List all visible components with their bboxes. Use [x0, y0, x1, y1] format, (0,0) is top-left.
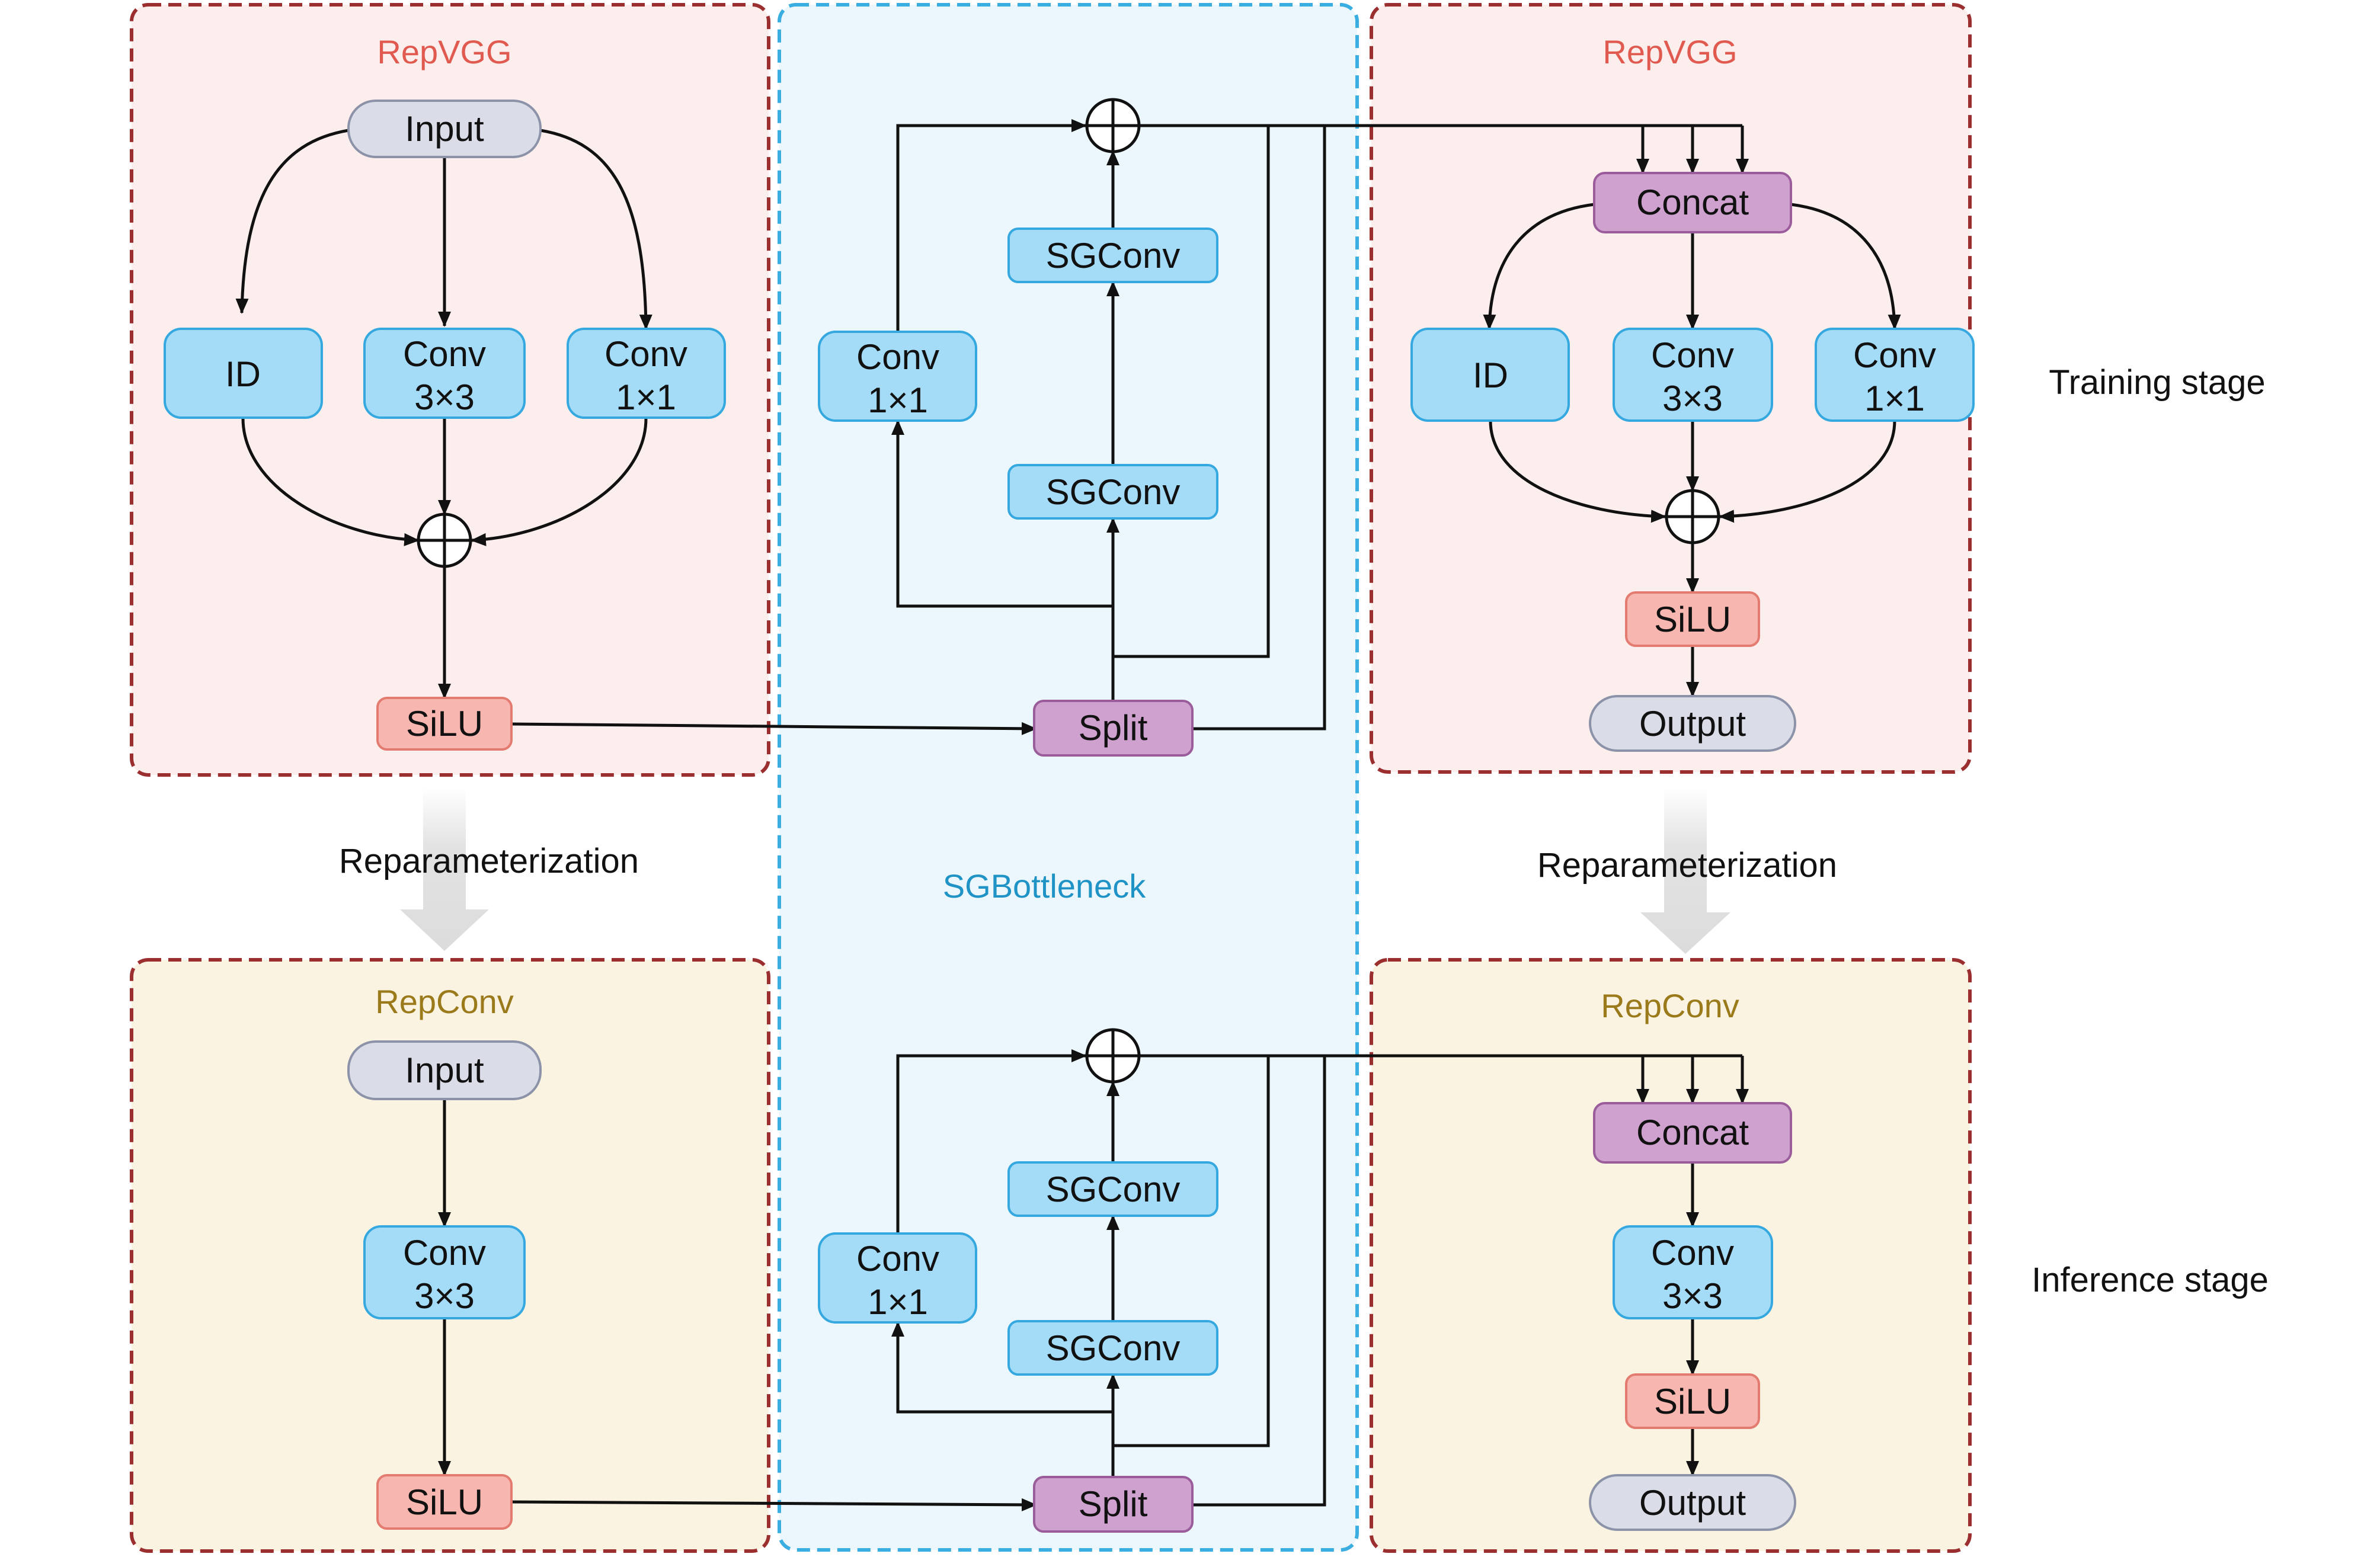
- edge-tl-silu-split: [511, 722, 1037, 735]
- edge-bm-trunk-to-concat-mid: [1113, 1056, 1270, 1447]
- edge-bm-split-to-concat-right: [1192, 1056, 1326, 1507]
- node-tr-conv1x1-label-a: Conv: [1853, 335, 1936, 375]
- node-tr-conv3x3-label-a: Conv: [1651, 335, 1734, 375]
- repconv-right-title: RepConv: [1601, 987, 1739, 1024]
- node-tl-silu-label: SiLU: [406, 704, 483, 744]
- edge-tm-conv1-sum: [896, 119, 1087, 332]
- node-tm-split-label: Split: [1079, 708, 1148, 748]
- sum-node-top-middle: [1085, 98, 1141, 153]
- reparam-label-right: Reparameterization: [1537, 846, 1837, 885]
- node-tl-conv3x3-label-b: 3×3: [414, 377, 475, 417]
- edge-tr-id-sum: [1489, 420, 1666, 523]
- inference-stage-label: Inference stage: [2032, 1261, 2269, 1299]
- node-tr-id-label: ID: [1473, 355, 1508, 395]
- node-br-output: Output: [1589, 1474, 1796, 1531]
- node-bm-conv1x1-label-a: Conv: [856, 1239, 939, 1279]
- node-bl-silu: SiLU: [376, 1474, 513, 1530]
- node-br-silu-label: SiLU: [1654, 1382, 1731, 1421]
- node-br-conv3x3: Conv 3×3: [1613, 1225, 1773, 1319]
- node-bm-split: Split: [1033, 1476, 1194, 1533]
- sum-node-top-left: [417, 512, 472, 568]
- node-tm-sgconv-bottom-label: SGConv: [1046, 472, 1181, 512]
- node-tl-conv3x3-label-a: Conv: [403, 334, 486, 374]
- node-tr-conv1x1: Conv 1×1: [1815, 328, 1975, 422]
- node-bm-sgconv-top-label: SGConv: [1046, 1170, 1181, 1209]
- node-tr-concat-label: Concat: [1636, 182, 1749, 222]
- node-bl-input: Input: [347, 1040, 542, 1100]
- node-tm-split: Split: [1033, 700, 1194, 757]
- edge-tl-input-conv1: [540, 129, 652, 330]
- node-bl-conv3x3-label-b: 3×3: [414, 1276, 475, 1316]
- node-tr-output-label: Output: [1639, 704, 1746, 744]
- node-br-output-label: Output: [1639, 1483, 1746, 1523]
- edge-tm-trunk-to-concat-mid: [1113, 126, 1270, 658]
- node-tr-concat: Concat: [1593, 172, 1792, 233]
- node-bl-input-label: Input: [405, 1050, 484, 1090]
- node-bl-conv3x3-label-a: Conv: [403, 1233, 486, 1273]
- node-br-concat: Concat: [1593, 1102, 1792, 1164]
- node-bm-sgconv-bottom: SGConv: [1007, 1320, 1218, 1376]
- edge-tm-trunk-conv1: [891, 419, 1113, 608]
- node-tm-conv1x1: Conv 1×1: [818, 331, 977, 422]
- repconv-left-title: RepConv: [375, 983, 513, 1020]
- reparam-arrow-left: [400, 788, 489, 951]
- reparam-arrow-right: [1640, 788, 1730, 954]
- node-tr-id: ID: [1410, 328, 1570, 422]
- repvgg-left-title: RepVGG: [377, 33, 511, 71]
- node-tr-silu-label: SiLU: [1654, 600, 1731, 639]
- edge-tl-id-sum: [241, 418, 420, 546]
- sgbottleneck-title: SGBottleneck: [943, 867, 1146, 905]
- node-bm-conv1x1-label-b: 1×1: [868, 1282, 928, 1322]
- node-tm-conv1x1-label-a: Conv: [856, 337, 939, 377]
- node-tl-conv1x1-label-b: 1×1: [616, 377, 676, 417]
- reparam-label-left: Reparameterization: [339, 842, 639, 880]
- edge-tl-input-id: [235, 129, 349, 314]
- node-tl-input-label: Input: [405, 109, 484, 149]
- node-tl-conv1x1: Conv 1×1: [567, 328, 726, 419]
- node-tr-output: Output: [1589, 695, 1796, 752]
- node-bm-sgconv-bottom-label: SGConv: [1046, 1328, 1181, 1368]
- node-tl-conv1x1-label-a: Conv: [604, 334, 687, 374]
- edge-tr-concat-id: [1483, 203, 1595, 330]
- node-br-conv3x3-label-a: Conv: [1651, 1233, 1734, 1273]
- repvgg-right-title: RepVGG: [1602, 33, 1737, 71]
- node-tm-sgconv-bottom: SGConv: [1007, 464, 1218, 520]
- node-tr-conv1x1-label-b: 1×1: [1864, 379, 1925, 418]
- node-tl-input: Input: [347, 100, 542, 158]
- node-br-silu: SiLU: [1625, 1373, 1760, 1429]
- node-bm-conv1x1: Conv 1×1: [818, 1232, 977, 1324]
- node-tm-sgconv-top: SGConv: [1007, 228, 1218, 283]
- node-bl-conv3x3: Conv 3×3: [363, 1225, 526, 1319]
- node-tm-sgconv-top-label: SGConv: [1046, 236, 1181, 275]
- node-tl-id: ID: [164, 328, 323, 419]
- node-bm-split-label: Split: [1079, 1484, 1148, 1524]
- edge-bm-conv1-sum: [896, 1049, 1087, 1234]
- node-tr-silu: SiLU: [1625, 591, 1760, 647]
- edge-bl-silu-split: [511, 1498, 1037, 1511]
- node-br-conv3x3-label-b: 3×3: [1662, 1276, 1723, 1316]
- edge-tm-split-to-concat-right: [1192, 126, 1326, 731]
- sum-node-bottom-middle: [1085, 1028, 1141, 1084]
- node-tr-conv3x3: Conv 3×3: [1613, 328, 1773, 422]
- node-br-concat-label: Concat: [1636, 1113, 1749, 1152]
- node-bl-silu-label: SiLU: [406, 1482, 483, 1522]
- edge-tl-conv1-sum: [471, 418, 648, 546]
- node-tr-conv3x3-label-b: 3×3: [1662, 379, 1723, 418]
- edge-tr-conv1-sum: [1719, 420, 1896, 523]
- node-tl-conv3x3: Conv 3×3: [363, 328, 526, 419]
- sum-node-top-right: [1665, 489, 1720, 544]
- training-stage-label: Training stage: [2049, 363, 2265, 402]
- node-bm-sgconv-top: SGConv: [1007, 1161, 1218, 1217]
- edge-bm-trunk-conv1: [891, 1321, 1113, 1414]
- node-tl-silu: SiLU: [376, 697, 513, 751]
- edge-tr-concat-conv1: [1790, 203, 1901, 330]
- node-tm-conv1x1-label-b: 1×1: [868, 380, 928, 420]
- node-tl-id-label: ID: [225, 354, 261, 394]
